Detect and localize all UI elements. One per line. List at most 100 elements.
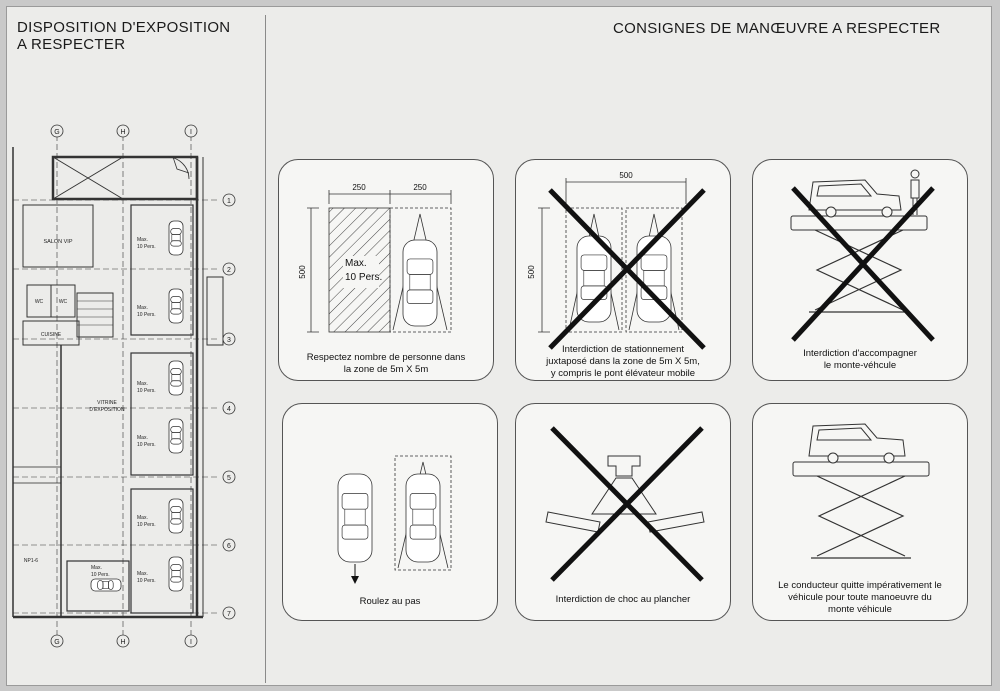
car-top-view-icon [402, 239, 438, 327]
capacity-label: 10 Pers. [91, 572, 110, 578]
capacity-label: Max. [137, 237, 148, 243]
room-cuisine-label: CUISINE [41, 332, 62, 338]
panel-capacity-caption: Respectez nombre de personne dans la zon… [289, 352, 483, 376]
caption-line: Interdiction de choc au plancher [555, 594, 691, 605]
capacity-label: Max. [137, 435, 148, 441]
grid-row-marker [222, 538, 236, 552]
grid-row-marker [222, 332, 236, 346]
drive-slowly-illustration [337, 455, 452, 584]
grid-row-label: 4 [227, 406, 231, 413]
dimension-width-b: 250 [413, 183, 427, 192]
dimension-length: 500 [527, 265, 536, 279]
floor-plan: G G H H I I 1 2 3 4 5 6 7 SALON VIP WC WC CUISINE VI… [12, 124, 236, 648]
capacity-label-line2: 10 Pers. [345, 272, 382, 283]
grid-row-marker [222, 470, 236, 484]
capacity-label: Max. [137, 381, 148, 387]
panel-capacity-limit: Max. 10 Pers. 250 250 500 Respectez nomb… [278, 159, 494, 381]
capacity-label-line1: Max. [345, 258, 367, 269]
grid-row-label: 1 [227, 198, 231, 205]
grid-column-label: I [190, 639, 192, 646]
car-top-view-icon [337, 473, 373, 563]
grid-row-marker [222, 401, 236, 415]
car-top-view-icon [168, 556, 184, 592]
capacity-label: 10 Pers. [137, 522, 156, 528]
grid-column-marker [184, 634, 198, 648]
grid-column-label: I [190, 129, 192, 136]
grid-column-label: H [120, 639, 125, 646]
grid-column-marker [116, 634, 130, 648]
floor-plan-title-line1: DISPOSITION D'EXPOSITION [17, 19, 231, 36]
car-top-view-icon [168, 288, 184, 324]
capacity-zone-illustration: Max. 10 Pers. 250 250 500 [298, 183, 452, 333]
empty-lift-illustration [792, 423, 930, 559]
caption-line: Interdiction d'accompagner [803, 348, 917, 359]
capacity-label: 10 Pers. [137, 312, 156, 318]
lift-with-person-illustration [790, 169, 935, 342]
side-parking-illustration: 500 500 [527, 171, 706, 350]
room-wc2-label: WC [59, 299, 68, 305]
grid-column-label: G [54, 639, 59, 646]
grid-column-label: G [54, 129, 59, 136]
grid-row-label: 2 [227, 267, 231, 274]
grid-row-marker [222, 606, 236, 620]
grid-row-label: 7 [227, 611, 231, 618]
caption-line: le monte-véhcule [823, 360, 897, 371]
grid-column-label: H [120, 129, 125, 136]
caption-line: Respectez nombre de personne dans [306, 352, 466, 363]
grid-row-label: 5 [227, 475, 231, 482]
car-top-view-icon [90, 578, 122, 592]
room-np-label: NP1-6 [24, 558, 38, 564]
panel-no-side-parking: 500 500 Interdiction de stationnement ju… [515, 159, 731, 381]
panel-lift-caption: Interdiction d'accompagner le monte-véhc… [763, 348, 957, 372]
car-top-view-icon [168, 220, 184, 256]
caption-line: monte véhicule [828, 604, 892, 615]
caption-line: Roulez au pas [359, 596, 421, 607]
caption-line: la zone de 5m X 5m [343, 364, 429, 375]
capacity-label: 10 Pers. [137, 578, 156, 584]
panel-driver-leaves-vehicle: Le conducteur quitte impérativement le v… [752, 403, 968, 621]
grid-row-label: 6 [227, 543, 231, 550]
caption-line: juxtaposé dans la zone de 5m X 5m, [546, 356, 700, 367]
capacity-label: Max. [137, 515, 148, 521]
car-top-view-icon [168, 418, 184, 454]
car-top-view-icon [168, 360, 184, 396]
panel-floor-impact-caption: Interdiction de choc au plancher [526, 594, 720, 606]
grid-row-label: 3 [227, 337, 231, 344]
grid-row-marker [222, 262, 236, 276]
car-top-view-icon [168, 498, 184, 534]
room-vitrine-label-line2: D'EXPOSITION [89, 407, 125, 413]
room-wc1-label: WC [35, 299, 44, 305]
grid-column-marker [184, 124, 198, 138]
panel-drive-slowly-caption: Roulez au pas [293, 596, 487, 608]
floor-plan-title: DISPOSITION D'EXPOSITION A RESPECTER [17, 19, 230, 53]
grid-row-marker [222, 193, 236, 207]
grid-column-marker [50, 634, 64, 648]
panel-drive-slowly: Roulez au pas [282, 403, 498, 621]
capacity-label: 10 Pers. [137, 388, 156, 394]
car-top-view-icon [405, 473, 441, 563]
room-vitrine-label-line1: VITRINE [97, 400, 117, 406]
capacity-label: Max. [91, 565, 102, 571]
instructions-title: CONSIGNES DE MANŒUVRE A RESPECTER [613, 20, 941, 37]
capacity-label: Max. [137, 305, 148, 311]
vertical-divider [265, 15, 266, 683]
floor-impact-illustration [545, 426, 705, 582]
dimension-length: 500 [298, 265, 307, 279]
room-salon-label: SALON VIP [43, 239, 72, 245]
capacity-label: Max. [137, 571, 148, 577]
caption-line: y compris le pont élévateur mobile [550, 368, 696, 379]
panel-driver-caption: Le conducteur quitte impérativement le v… [763, 580, 957, 616]
capacity-label: 10 Pers. [137, 244, 156, 250]
car-top-view-icon [576, 235, 612, 323]
panel-no-passenger-on-lift: Interdiction d'accompagner le monte-véhc… [752, 159, 968, 381]
caption-line: Le conducteur quitte impérativement le [778, 580, 942, 591]
dimension-width: 500 [619, 171, 633, 180]
caption-line: Interdiction de stationnement [562, 344, 684, 355]
capacity-label: 10 Pers. [137, 442, 156, 448]
grid-column-marker [50, 124, 64, 138]
grid-column-marker [116, 124, 130, 138]
poster-board: DISPOSITION D'EXPOSITION A RESPECTER CON… [6, 6, 992, 686]
floor-plan-title-line2: A RESPECTER [17, 36, 126, 53]
panel-no-floor-impact: Interdiction de choc au plancher [515, 403, 731, 621]
caption-line: véhicule pour toute manoeuvre du [788, 592, 932, 603]
